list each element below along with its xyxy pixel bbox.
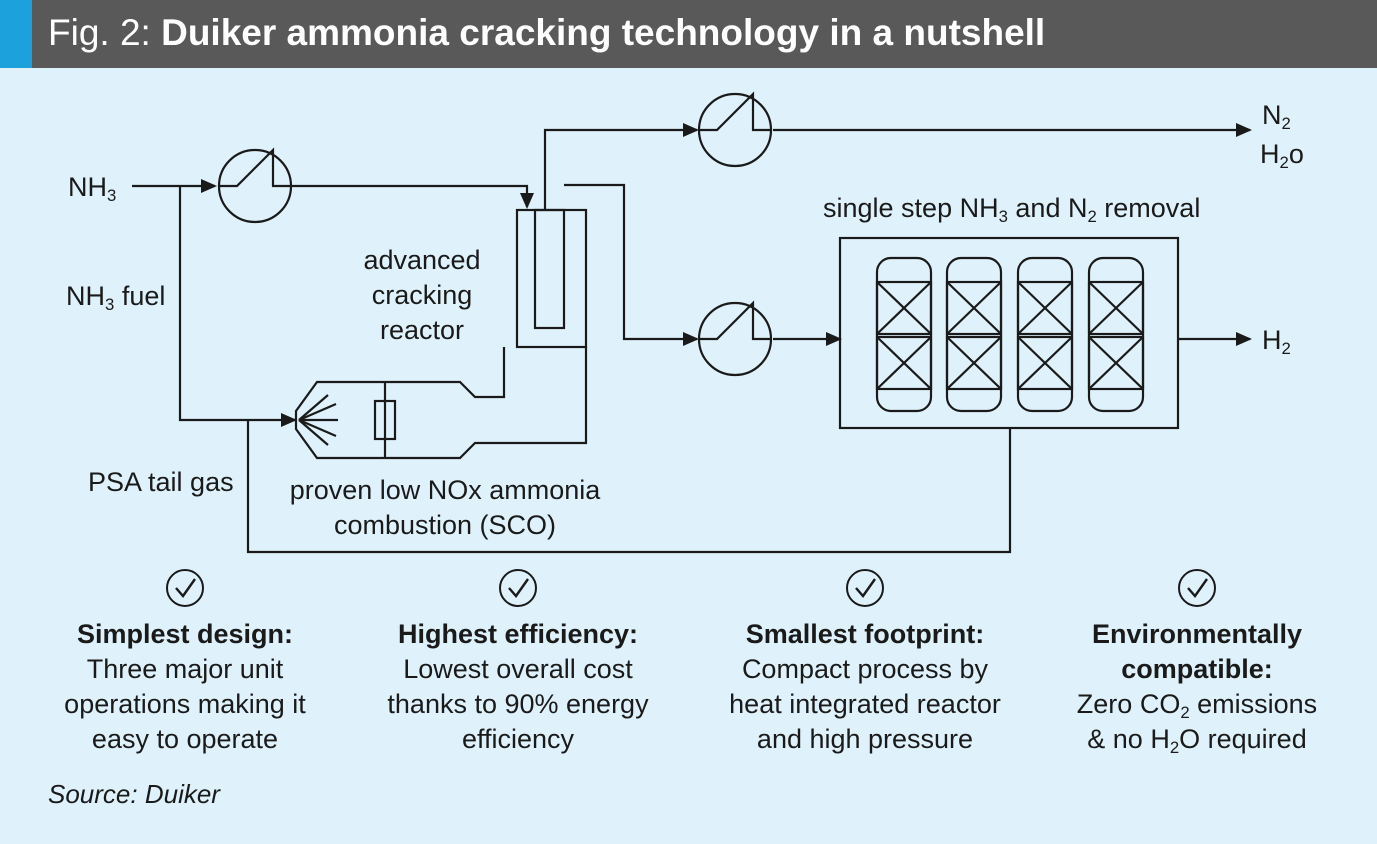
feature-line: Lowest overall cost [403, 654, 633, 684]
feature-title: Highest efficiency: [397, 619, 639, 649]
catalyst-bed-icon [945, 256, 1003, 413]
n2-text: N [1262, 100, 1282, 130]
nh3-fuel-label: NH3 fuel [66, 279, 165, 314]
feature-line-text: emissions [1189, 689, 1318, 719]
header-accent-bar [0, 0, 32, 68]
nh3-fuel-subscript: 3 [105, 295, 115, 315]
check-circle-icon [499, 569, 537, 607]
nh3-fuel-suffix: fuel [114, 281, 166, 311]
feature-line-text: & no H [1087, 724, 1170, 754]
feature-line: heat integrated reactor [729, 689, 1001, 719]
feature-line: thanks to 90% energy [387, 689, 649, 719]
feature-title: Simplest design: [76, 619, 294, 649]
h2o-subscript: 2 [1169, 738, 1180, 758]
check-circle-icon [1178, 569, 1216, 607]
figure-number: Fig. 2: [48, 12, 151, 53]
heat-exchanger-icon [217, 147, 293, 224]
nh3-fuel-line [178, 186, 297, 427]
nh3-inlet-label: NH3 [68, 170, 116, 205]
feature-smallest-footprint: Smallest footprint: Compact process by h… [705, 617, 1025, 757]
feature-line: Three major unit [86, 654, 284, 684]
n2-subscript: 2 [1281, 114, 1291, 134]
feature-line: Compact process by [741, 654, 989, 684]
feature-environmentally-compatible: Environmentally compatible: Zero CO2 emi… [1037, 617, 1357, 757]
reactor-label-line: advanced [363, 245, 481, 275]
removal-unit-label: single step NH3 and N2 removal [823, 191, 1200, 226]
reactor-label-line: reactor [379, 315, 465, 345]
removal-unit-box [838, 236, 1180, 430]
flue-gas-line [543, 123, 699, 210]
nh3-inlet-subscript: 3 [107, 186, 117, 206]
feature-highest-efficiency: Highest efficiency: Lowest overall cost … [358, 617, 678, 757]
nh3-inlet-text: NH [68, 172, 107, 202]
check-circle-icon [846, 569, 884, 607]
removal-label-text: removal [1096, 193, 1201, 223]
source-note: Source: Duiker [48, 779, 220, 809]
figure-title: Fig. 2: Duiker ammonia cracking technolo… [48, 12, 1045, 54]
figure-title-text: Duiker ammonia cracking technology in a … [161, 12, 1046, 53]
reactor-label-line: cracking [371, 280, 473, 310]
h2o-outlet-label: H2o [1260, 137, 1304, 172]
feature-line: & no H2O required [1037, 722, 1357, 757]
co2-subscript: 2 [1180, 703, 1190, 723]
feature-title: Environmentally [1091, 619, 1303, 649]
combustion-label: proven low NOx ammonia combustion (SCO) [270, 473, 620, 543]
feature-title: compatible: [1121, 654, 1273, 684]
heat-exchanger-icon [697, 300, 773, 377]
heat-exchanger-icon [697, 91, 773, 168]
h2-text: H [1262, 325, 1282, 355]
h2o-text: H [1260, 139, 1280, 169]
catalyst-bed-icon [1087, 256, 1145, 413]
catalyst-bed-icon [875, 256, 933, 413]
feature-line: operations making it [64, 689, 306, 719]
reactor-label: advanced cracking reactor [340, 243, 504, 348]
cracking-reactor-shape [515, 208, 588, 349]
combustion-label-line: combustion (SCO) [333, 510, 557, 540]
combustion-label-line: proven low NOx ammonia [289, 475, 601, 505]
feature-title: Smallest footprint: [745, 619, 985, 649]
n2-outlet-label: N2 [1262, 98, 1291, 133]
removal-label-subscript: 3 [998, 207, 1008, 227]
h2-outlet-label: H2 [1262, 323, 1291, 358]
h2o-subscript: 2 [1279, 153, 1289, 173]
figure-header: Fig. 2: Duiker ammonia cracking technolo… [0, 0, 1377, 68]
h2-subscript: 2 [1281, 339, 1291, 359]
feature-line-text: Zero CO [1076, 689, 1181, 719]
combustion-chamber-shape [294, 347, 588, 460]
catalyst-bed-icon [1016, 256, 1074, 413]
check-circle-icon [166, 569, 204, 607]
psa-tail-gas-line [246, 420, 1012, 554]
feature-line: efficiency [461, 724, 575, 754]
feature-line-text: O required [1179, 724, 1307, 754]
psa-tail-gas-label: PSA tail gas [88, 467, 234, 497]
removal-label-text: and N [1007, 193, 1088, 223]
cracked-gas-line [564, 183, 699, 346]
nh3-fuel-text: NH [66, 281, 105, 311]
removal-label-subscript: 2 [1087, 207, 1097, 227]
hx1-to-reactor-line [291, 184, 534, 209]
feature-line: Zero CO2 emissions [1037, 687, 1357, 722]
feature-line: easy to operate [91, 724, 279, 754]
feature-simplest-design: Simplest design: Three major unit operat… [25, 617, 345, 757]
feature-line: and high pressure [756, 724, 974, 754]
removal-label-text: single step NH [823, 193, 999, 223]
h2o-suffix: o [1288, 139, 1304, 169]
burner-nozzle-icon [298, 394, 338, 446]
